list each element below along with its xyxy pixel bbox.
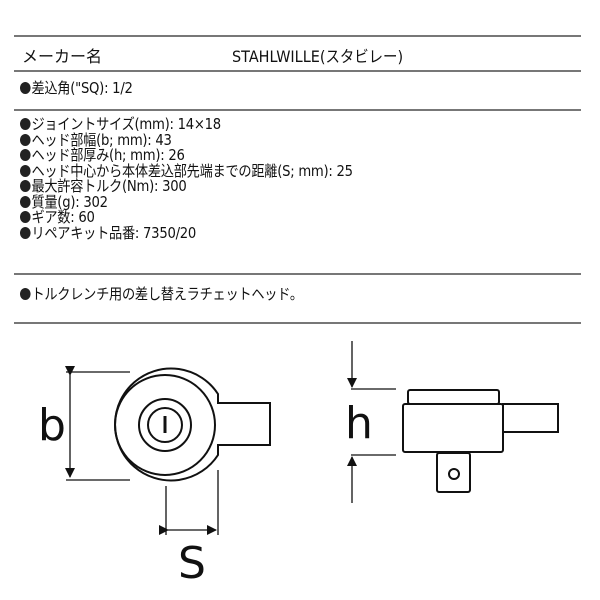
drive-ball-detent <box>448 468 460 480</box>
spec-item: ヘッド部厚み(h; mm): 26 <box>20 147 353 164</box>
h-label: h <box>345 398 373 449</box>
handle-tab <box>502 403 559 433</box>
head-top-plate <box>407 389 500 405</box>
bullet-icon <box>20 288 31 300</box>
divider-after-maker <box>14 70 581 72</box>
spec-item: ギア数: 60 <box>20 209 353 226</box>
bullet-icon <box>20 226 31 239</box>
b-label: b <box>38 400 66 451</box>
spec-item: ヘッド中心から本体差込部先端までの距離(S; mm): 25 <box>20 163 353 180</box>
divider-top <box>14 35 581 37</box>
top-view-diagram <box>65 366 271 535</box>
bullet-icon <box>20 133 31 146</box>
maker-label: メーカー名 <box>22 47 103 66</box>
square-drive <box>436 452 471 493</box>
bullet-icon <box>20 164 31 177</box>
bullet-icon <box>20 118 31 130</box>
maker-value: STAHLWILLE(スタビレー) <box>232 47 404 66</box>
bullet-icon <box>20 82 31 94</box>
spec-item: リペアキット品番: 7350/20 <box>20 225 353 242</box>
divider-after-drive <box>14 109 581 111</box>
ratchet-head-inner <box>114 374 216 476</box>
spec-item: ジョイントサイズ(mm): 14×18 <box>20 116 353 133</box>
release-button-outer <box>138 398 192 452</box>
s-label: S <box>178 538 206 589</box>
bullet-icon <box>20 149 31 161</box>
spec-list: ジョイントサイズ(mm): 14×18 ヘッド部幅(b; mm): 43 ヘッド… <box>20 116 398 242</box>
drive-size-text: 差込角("SQ): 1/2 <box>31 79 133 97</box>
head-body <box>402 403 504 453</box>
spec-item: ヘッド部幅(b; mm): 43 <box>20 132 353 149</box>
spec-item: 質量(g): 302 <box>20 194 353 211</box>
bullet-icon <box>20 180 31 192</box>
description-text: トルクレンチ用の差し替えラチェットヘッド。 <box>31 285 303 303</box>
spec-item: 最大許容トルク(Nm): 300 <box>20 178 353 195</box>
drive-size-row: 差込角("SQ): 1/2 <box>20 81 133 96</box>
release-button-inner <box>147 407 183 443</box>
divider-after-specs <box>14 273 581 275</box>
bullet-icon <box>20 195 31 208</box>
divider-after-description <box>14 322 581 324</box>
side-view-diagram <box>347 341 559 503</box>
description-row: トルクレンチ用の差し替えラチェットヘッド。 <box>20 287 303 302</box>
bullet-icon <box>20 211 31 223</box>
